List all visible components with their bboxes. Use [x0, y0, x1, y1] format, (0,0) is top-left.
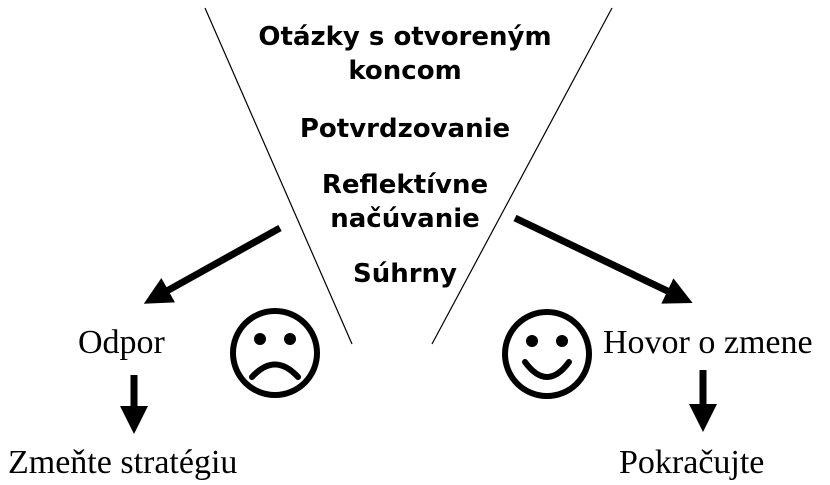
- arrow-to-change-talk: [513, 214, 693, 304]
- sad-face-icon: [230, 308, 320, 398]
- funnel-left-edge: [204, 7, 353, 345]
- funnel-item-summaries: Súhrny: [352, 259, 458, 289]
- continue-label: Pokračujte: [619, 444, 765, 481]
- change-strategy-label: Zmeňte stratégiu: [8, 444, 238, 481]
- funnel-item-reflective-listening: Reflektívne načúvanie: [321, 170, 489, 234]
- funnel-right-edge: [431, 7, 613, 345]
- funnel-item-affirmations: Potvrdzovanie: [299, 114, 511, 144]
- arrow-to-resistance: [143, 224, 282, 304]
- happy-face-icon: [502, 309, 592, 399]
- change-talk-label: Hovor o zmene: [603, 324, 813, 361]
- resistance-label: Odpor: [78, 324, 165, 361]
- funnel-item-open-questions: Otázky s otvoreným koncom: [258, 22, 552, 86]
